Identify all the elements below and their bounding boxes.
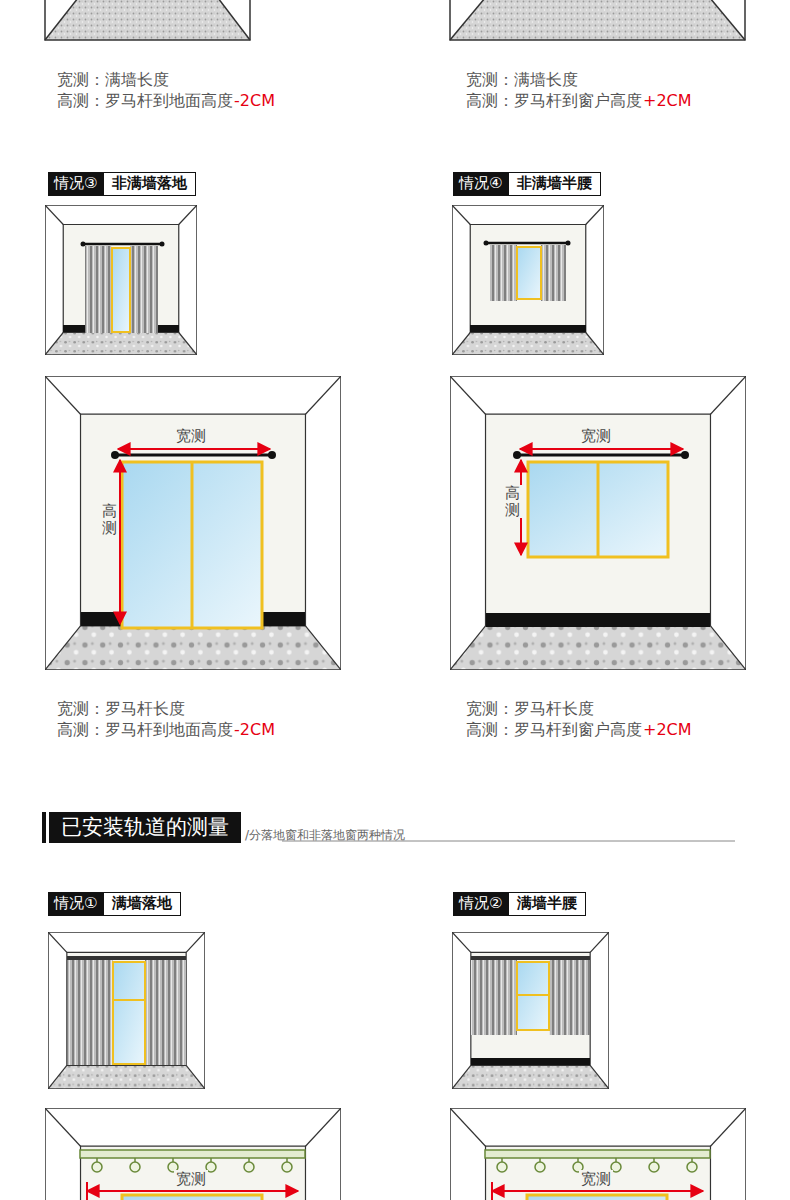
offset-note: -2CM <box>234 91 275 110</box>
measure-note: 宽测：罗马杆长度 <box>57 699 185 718</box>
measure-note: 宽测：满墙长度 <box>57 70 169 89</box>
measure-note: 宽测 <box>579 1170 613 1188</box>
measure-note: 宽测 <box>579 427 613 445</box>
measure-note: 宽测：罗马杆长度 <box>466 699 594 718</box>
measure-note: 高测：罗马杆到地面高度 <box>57 91 233 110</box>
offset-note: +2CM <box>643 720 692 739</box>
offset-note: +2CM <box>643 91 692 110</box>
case-number: 情况① <box>48 892 103 916</box>
section-header: 已安装轨道的测量/分落地窗和非落地窗两种情况 <box>42 812 409 843</box>
room-measure <box>45 376 341 670</box>
case-number: 情况③ <box>48 172 103 196</box>
measure-note: 宽测：满墙长度 <box>466 70 578 89</box>
case-tag: 情况②满墙半腰 <box>453 892 586 916</box>
section-title: 已安装轨道的测量 <box>49 812 241 843</box>
room-measure <box>450 376 746 670</box>
measure-note: 高测：罗马杆到窗户高度 <box>466 720 642 739</box>
case-tag: 情况③非满墙落地 <box>48 172 196 196</box>
room-partial <box>45 0 745 40</box>
case-number: 情况④ <box>453 172 508 196</box>
case-tag: 情况④非满墙半腰 <box>453 172 601 196</box>
case-name: 满墙半腰 <box>508 892 586 916</box>
measure-note: 高测：罗马杆到窗户高度 <box>466 91 642 110</box>
room-measure <box>450 1108 746 1200</box>
dimension-label: 高测 <box>503 485 522 518</box>
section-subtitle: /分落地窗和非落地窗两种情况 <box>241 827 409 844</box>
offset-note: -2CM <box>234 720 275 739</box>
room-thumbnail <box>48 932 205 1089</box>
case-number: 情况② <box>453 892 508 916</box>
room-thumbnail <box>452 205 604 355</box>
case-tag: 情况①满墙落地 <box>48 892 181 916</box>
measure-note: 高测：罗马杆到地面高度 <box>57 720 233 739</box>
room-thumbnail <box>452 932 609 1089</box>
case-name: 非满墙半腰 <box>508 172 601 196</box>
measure-note: 宽测 <box>174 427 208 445</box>
dimension-label: 高测 <box>100 503 119 536</box>
case-name: 非满墙落地 <box>103 172 196 196</box>
case-name: 满墙落地 <box>103 892 181 916</box>
room-measure <box>45 1108 341 1200</box>
room-thumbnail <box>45 205 197 355</box>
measure-note: 宽测 <box>174 1170 208 1188</box>
